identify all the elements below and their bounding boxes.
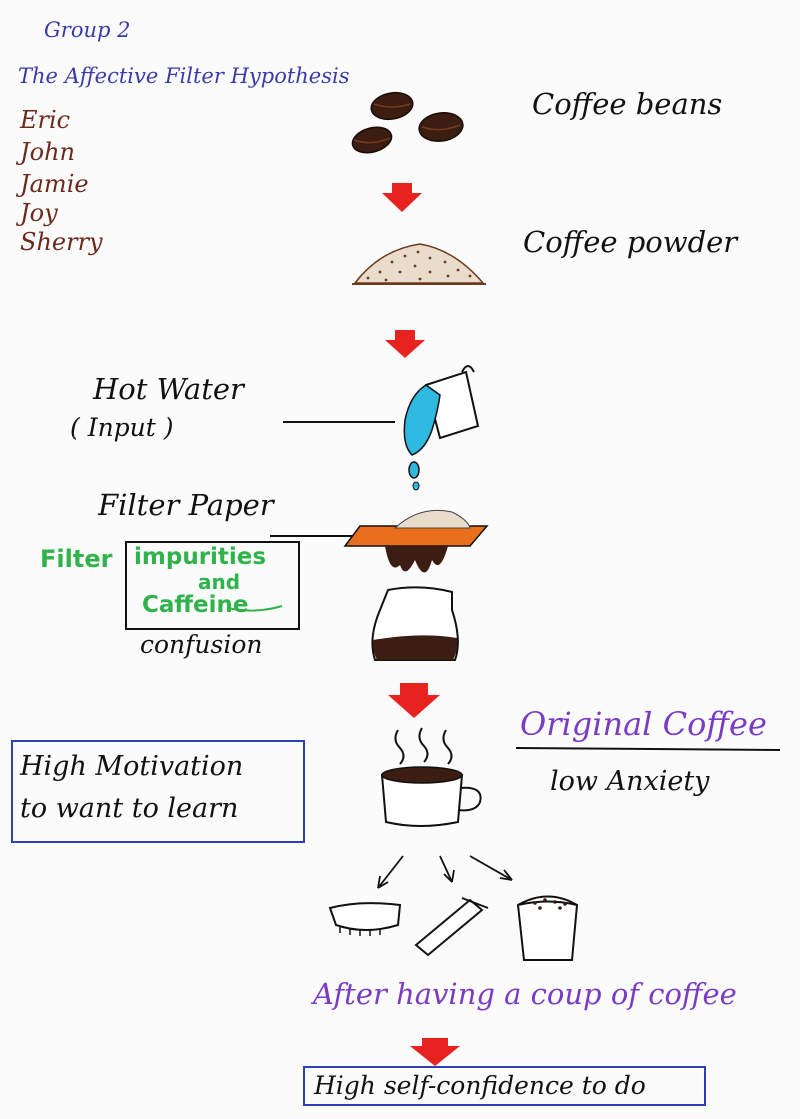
title-underline xyxy=(515,747,781,751)
filter-line-and: and xyxy=(198,570,241,594)
down-arrow-icon xyxy=(388,683,440,718)
down-arrow-icon xyxy=(382,183,422,212)
result-statement: High self-confidence to do xyxy=(314,1071,646,1100)
member-name: Eric xyxy=(20,106,71,134)
creamer-icon xyxy=(328,902,402,936)
coffee-powder-icon xyxy=(352,243,486,285)
member-name: John xyxy=(20,138,75,166)
filter-content-box xyxy=(125,541,300,630)
motivation-box xyxy=(11,740,305,843)
coffee-cup-icon xyxy=(380,727,482,827)
original-coffee-note: low Anxiety xyxy=(550,766,710,797)
member-name: Sherry xyxy=(20,228,103,256)
motivation-line-1: High Motivation xyxy=(20,751,244,782)
step-label-beans: Coffee beans xyxy=(532,87,723,121)
motivation-line-2: to want to learn xyxy=(20,793,239,824)
sugar-stick-icon xyxy=(414,897,489,957)
step-label-filter-paper: Filter Paper xyxy=(98,488,274,522)
step-label-powder: Coffee powder xyxy=(523,225,738,259)
coffee-pot-icon xyxy=(371,586,459,661)
filter-line-impurities: impurities xyxy=(134,544,267,570)
member-name: Joy xyxy=(20,199,58,227)
member-name: Jamie xyxy=(20,170,89,198)
filter-note-confusion: confusion xyxy=(140,630,263,659)
caffeine-underline xyxy=(227,605,283,612)
step-label-water: Hot Water xyxy=(93,372,244,406)
after-statement: After having a coup of coffee xyxy=(313,977,737,1011)
result-box xyxy=(303,1066,706,1106)
filter-line-caffeine: Caffeine xyxy=(142,592,249,618)
step-note-input: ( Input ) xyxy=(70,413,174,442)
diagram-title: The Affective Filter Hypothesis xyxy=(18,64,350,88)
shaker-icon xyxy=(516,895,579,961)
group-label: Group 2 xyxy=(44,18,131,42)
original-coffee-title: Original Coffee xyxy=(520,705,767,743)
down-arrow-icon xyxy=(410,1038,460,1066)
water-pitcher-icon xyxy=(403,365,480,491)
filter-paper-icon xyxy=(343,509,489,573)
branch-arrows xyxy=(377,855,513,889)
down-arrow-icon xyxy=(385,330,425,358)
coffee-beans-icon xyxy=(351,91,464,154)
filter-label: Filter xyxy=(40,545,113,573)
